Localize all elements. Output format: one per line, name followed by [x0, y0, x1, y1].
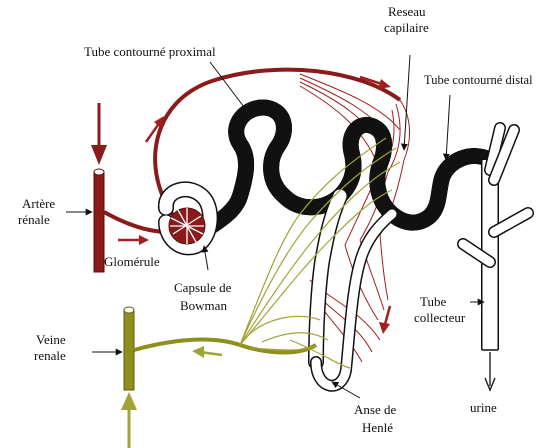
vein-flow-arrows: [192, 346, 222, 358]
label-tube-distal: Tube contourné distal: [424, 73, 533, 87]
label-anse-1: Anse de: [354, 402, 396, 417]
label-artere-2: rénale: [18, 212, 50, 227]
urine-arrow-icon: [485, 352, 495, 390]
label-tube-collecteur-2: collecteur: [414, 310, 466, 325]
label-anse-2: Henlé: [362, 420, 393, 435]
glomerulus: [169, 208, 205, 244]
renal-vein: [121, 307, 316, 448]
label-capsule-1: Capsule de: [174, 280, 232, 295]
label-tube-collecteur-1: Tube: [420, 294, 446, 309]
label-veine-2: renale: [34, 348, 66, 363]
nephron-tubule: [166, 108, 490, 386]
label-reseau-2: capilaire: [384, 20, 429, 35]
arrow-icon: [118, 235, 149, 245]
label-glomerule: Glomérule: [104, 254, 160, 269]
label-artere-1: Artère: [22, 196, 55, 211]
label-reseau-1: Reseau: [388, 4, 426, 19]
label-urine: urine: [470, 400, 497, 415]
label-capsule-2: Bowman: [180, 298, 227, 313]
label-tube-proximal: Tube contourné proximal: [84, 44, 216, 59]
label-veine-1: Veine: [36, 332, 66, 347]
arrow-icon: [192, 346, 222, 358]
arrow-icon: [379, 306, 390, 334]
